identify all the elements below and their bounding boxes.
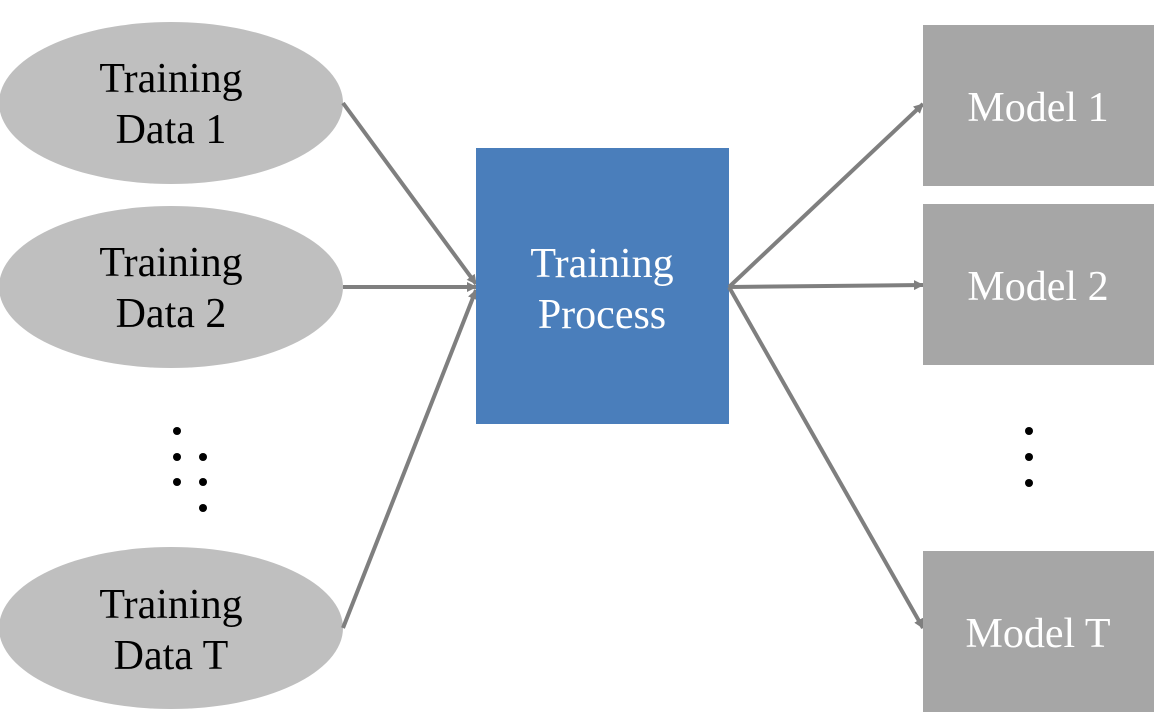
model-ellipsis-dots [1025,427,1033,487]
input-ellipse-1 [0,22,343,184]
input-node-1: Training Data 1 [0,22,343,184]
input-label-3-line2: Data T [114,633,229,679]
process-label-line2: Process [538,292,666,338]
input-label-1-line2: Data 1 [116,107,227,153]
model-box-3 [923,551,1154,712]
model-box-1 [923,25,1154,186]
input-node-3: Training Data T [0,547,343,709]
ellipsis-dot [199,504,207,512]
input-ellipsis-dots [173,427,207,512]
ellipsis-dot [173,427,181,435]
training-process-box [476,148,729,424]
arrow-input-3-to-process [341,289,478,629]
input-ellipse-3 [0,547,343,709]
input-label-3-line1: Training [99,582,242,628]
ellipsis-dot [1025,453,1033,461]
ellipsis-dot [1025,427,1033,435]
ellipsis-dot [199,453,207,461]
arrow-process-to-model-3 [727,286,925,629]
model-node-1: Model 1 [923,25,1154,186]
arrow-process-to-model-1 [727,102,925,289]
arrow-input-1-to-process [341,101,478,286]
model-node-3: Model T [923,551,1154,712]
ellipsis-dot [173,453,181,461]
input-ellipse-2 [0,206,343,368]
model-label-2: Model 2 [967,264,1108,310]
training-process-node: Training Process [476,148,729,424]
ellipsis-dot [1025,479,1033,487]
ellipsis-dot [173,478,181,486]
model-label-3: Model T [965,611,1110,657]
ellipsis-dot [199,478,207,486]
input-node-2: Training Data 2 [0,206,343,368]
model-box-2 [923,204,1154,365]
arrow-process-to-model-2 [728,280,924,291]
input-label-1-line1: Training [99,56,242,102]
input-label-2-line2: Data 2 [116,291,227,337]
model-label-1: Model 1 [967,85,1108,131]
process-label-line1: Training [530,241,673,287]
model-node-2: Model 2 [923,204,1154,365]
input-label-2-line1: Training [99,240,242,286]
